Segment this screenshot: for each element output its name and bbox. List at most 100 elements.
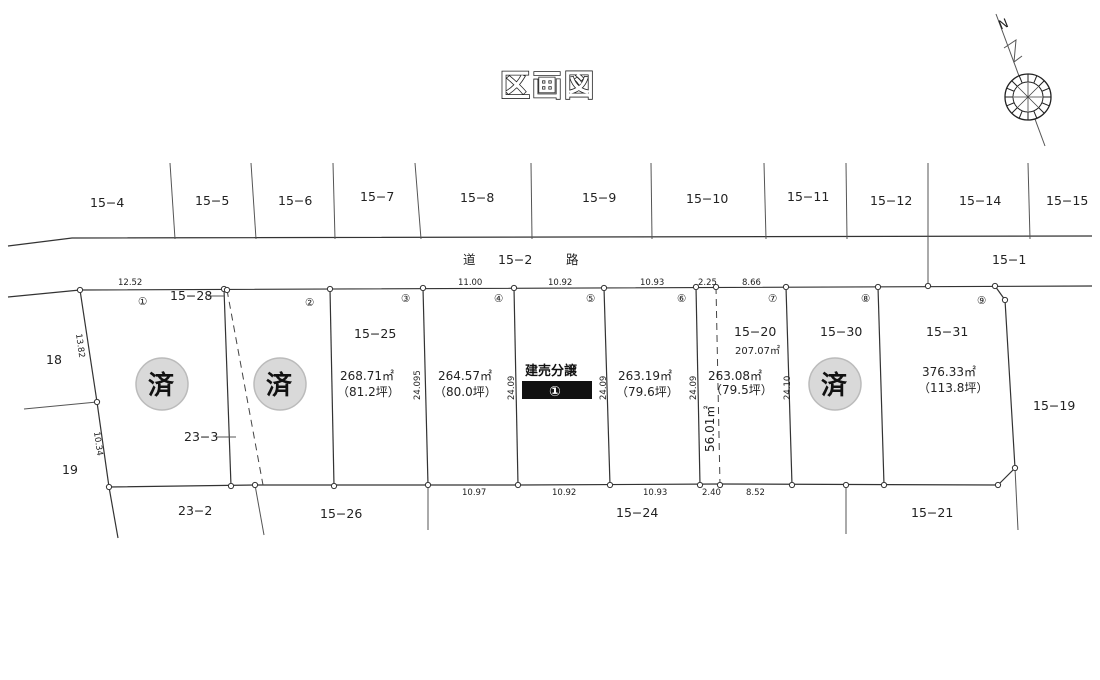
parcel-15-15-label: 15−15 [1046, 193, 1088, 208]
neighbor-parcels: 15−28 18 19 23−3 23−2 15−26 15−24 15−21 … [46, 288, 1075, 521]
front-dim-4: 10.93 [640, 278, 664, 288]
lot-number-7: ⑦ [768, 293, 777, 305]
lot-number-8: ⑧ [861, 293, 870, 305]
road-label-mid: 15−2 [498, 252, 532, 267]
side-dim-lot5: 24.09 [599, 376, 609, 400]
compass-spoke [1038, 107, 1045, 114]
lot-number-4: ④ [494, 293, 503, 305]
lot-numbers: ① ② ③ ④ ⑤ ⑥ ⑦ ⑧ ⑨ [138, 293, 986, 309]
side-dim-lot4: 24.09 [507, 376, 517, 400]
compass-spoke [1011, 107, 1018, 114]
boundary-marker [712, 283, 720, 291]
dimensions: 12.52 11.00 10.92 10.93 2.25 8.66 10.97 … [73, 278, 793, 498]
parcel-15-8-label: 15−8 [460, 190, 494, 205]
compass-spoke [1011, 80, 1018, 87]
boundary-marker [782, 283, 790, 291]
boundary-marker [227, 482, 235, 490]
boundary-marker [874, 283, 882, 291]
lot6-area: 263.19㎡ [618, 369, 672, 383]
parcel-23-2-label: 23−2 [178, 503, 212, 518]
sold-badge-lot8: 済 [808, 357, 862, 411]
boundary-marker [994, 481, 1002, 489]
parcel-15-7-label: 15−7 [360, 189, 394, 204]
boundary-marker [105, 483, 113, 491]
compass-spoke [1033, 110, 1038, 119]
lot7-tsubo: （79.5坪） [710, 383, 773, 397]
lot5-sale-number: ① [549, 384, 561, 400]
lot9-tsubo: （113.8坪） [918, 381, 988, 395]
boundary-marker [330, 482, 338, 490]
boundary-marker [93, 398, 101, 406]
parcel-15-12-label: 15−12 [870, 193, 912, 208]
sold-marks: 済 済 済 [135, 357, 862, 411]
sold-mark-lot1: 済 [148, 370, 175, 401]
lot3-parcel: 15−25 [354, 326, 396, 341]
boundary-marker [419, 284, 427, 292]
boundary-markers [76, 282, 1019, 491]
lot4-tsubo: （80.0坪） [434, 385, 497, 399]
parcel-23-3-label: 23−3 [184, 429, 218, 444]
compass-spoke [1018, 110, 1023, 119]
parcel-15-4-label: 15−4 [90, 195, 124, 210]
parcel-15-5-label: 15−5 [195, 193, 229, 208]
boundary-marker [716, 481, 724, 489]
title-block: 区画図 [499, 68, 595, 105]
parcel-15-24-label: 15−24 [616, 505, 658, 520]
side-dim-lot6: 24.09 [689, 376, 699, 400]
rear-dim-2: 10.92 [552, 488, 576, 498]
lot7-area: 263.08㎡ [708, 369, 762, 383]
boundary-marker [692, 283, 700, 291]
front-dim-2: 11.00 [458, 278, 482, 288]
front-dim-1: 12.52 [118, 278, 142, 288]
boundary-marker [606, 481, 614, 489]
side-dim-lot3: 24.095 [413, 370, 423, 400]
lot9-area: 376.33㎡ [922, 365, 976, 379]
passage-area: 56.01㎡ [703, 406, 717, 452]
lot-number-5: ⑤ [586, 293, 595, 305]
boundary-marker [880, 481, 888, 489]
side-dim-left-upper: 13.82 [73, 333, 86, 358]
compass-spoke [1018, 75, 1023, 84]
lot5-sale-title: 建売分譲 [525, 363, 578, 379]
rear-dim-1: 10.97 [462, 488, 486, 498]
sold-badge-lot2: 済 [253, 357, 307, 411]
sold-mark-lot8: 済 [821, 370, 848, 401]
boundary-marker [991, 282, 999, 290]
lot-number-2: ② [305, 297, 314, 309]
parcel-15-21-label: 15−21 [911, 505, 953, 520]
side-dim-lot7: 24.10 [783, 376, 793, 400]
boundary-marker [251, 481, 259, 489]
lot-number-9: ⑨ [977, 295, 986, 307]
front-dim-3: 10.92 [548, 278, 572, 288]
lot-number-3: ③ [401, 293, 410, 305]
compass-star-ray [1017, 96, 1029, 108]
boundary-marker [1011, 464, 1019, 472]
road-label-left: 道 [463, 252, 476, 267]
boundary-marker [424, 481, 432, 489]
boundary-marker [514, 481, 522, 489]
boundary-marker [326, 285, 334, 293]
parcel-15-11-label: 15−11 [787, 189, 829, 204]
lot8-parcel: 15−30 [820, 324, 862, 339]
compass-rose: N [995, 13, 1052, 147]
parcel-15-6-label: 15−6 [278, 193, 312, 208]
compass-spoke [1041, 102, 1050, 107]
lot9-parcel: 15−31 [926, 324, 968, 339]
compass-spoke [1041, 87, 1050, 92]
boundary-marker [842, 481, 850, 489]
side-dim-left-lower: 10.34 [91, 431, 104, 456]
boundary-marker [1001, 296, 1009, 304]
compass-north-label: N [996, 15, 1010, 32]
lot-number-6: ⑥ [677, 293, 686, 305]
compass-spoke [1033, 75, 1038, 84]
compass-spoke [1006, 102, 1015, 107]
sold-mark-lot2: 済 [266, 370, 293, 401]
compass-spoke [1006, 87, 1015, 92]
boundary-marker [510, 284, 518, 292]
rear-dim-4: 2.40 [702, 488, 721, 498]
parcel-15-10-label: 15−10 [686, 191, 728, 206]
lot-number-1: ① [138, 296, 147, 308]
boundary-marker [223, 286, 231, 294]
parcel-15-9-label: 15−9 [582, 190, 616, 205]
parcel-15-26-label: 15−26 [320, 506, 362, 521]
